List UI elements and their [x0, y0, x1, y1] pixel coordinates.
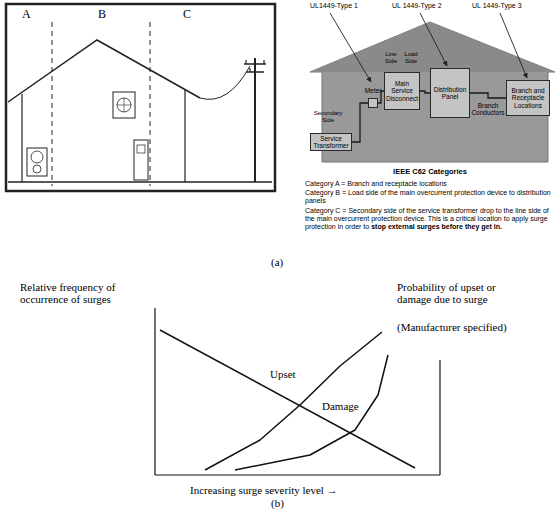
text-block: Damage	[322, 400, 359, 412]
side-label: Line Side	[385, 51, 397, 64]
text-block: Increasing surge severity level →	[190, 484, 338, 496]
box-label: Distribution Panel	[433, 86, 467, 100]
text-block: (b)	[271, 497, 284, 509]
text-block: Category C = Secondary side of the servi…	[305, 207, 557, 230]
box-label: Service Transformer	[313, 135, 349, 149]
category-note: Category B = Load side of the main overc…	[305, 189, 551, 204]
category-note: stop external surges before they get in.	[371, 223, 502, 230]
axis-note: (Manufacturer specified)	[397, 321, 507, 333]
conductor-label: Branch Conductors	[471, 102, 504, 116]
text-block: (Manufacturer specified)	[397, 321, 547, 333]
text-block: IEEE C62 Categories	[305, 168, 555, 176]
text-block: (a)	[271, 256, 283, 268]
text-block: Load Side	[401, 51, 421, 64]
text-block: UL 1449-Type 3	[472, 2, 522, 10]
box-label: Branch and Receptacle Locations	[509, 87, 547, 108]
equipment-box: Service Transformer	[310, 133, 352, 151]
wire-connector	[470, 93, 506, 98]
text-block: A	[22, 8, 31, 21]
text-block: Secondary Side	[311, 110, 345, 123]
zone-letter: A	[22, 7, 31, 21]
type-callout: UL 1449-Type 2	[392, 2, 442, 9]
box-label: Meter	[365, 87, 382, 94]
category-note: Category A = Branch and receptacle locat…	[305, 180, 447, 187]
text-block: Category B = Load side of the main overc…	[305, 189, 557, 205]
equipment-box: Main Service Disconnect	[384, 72, 420, 110]
text-block: UL1449-Type 1	[310, 2, 358, 10]
axis-title: Probability of upset or damage due to su…	[397, 281, 496, 305]
equipment-box: Distribution Panel	[430, 68, 470, 118]
house-graphic	[310, 22, 555, 162]
panel-label: (a)	[271, 256, 283, 268]
ul-leaders	[330, 13, 527, 82]
text-block: C	[183, 8, 191, 21]
category-title: IEEE C62 Categories	[393, 167, 467, 176]
text-block: Probability of upset or damage due to su…	[397, 281, 501, 306]
text-block: Category A = Branch and receptacle locat…	[305, 180, 557, 188]
panel-label: (b)	[271, 497, 284, 509]
box-label: Main Service Disconnect	[386, 80, 418, 101]
axis-title: Relative frequency of occurrence of surg…	[20, 281, 115, 305]
text-block: B	[98, 8, 106, 21]
side-label: Load Side	[404, 51, 417, 64]
zone-letter: C	[183, 7, 191, 21]
text-block: Relative frequency of occurrence of surg…	[20, 281, 160, 306]
curve-label: Damage	[322, 400, 359, 412]
axis-label: Increasing surge severity level →	[190, 484, 338, 496]
text-block: Line Side	[381, 51, 401, 64]
wire-connector	[420, 91, 430, 93]
curve-label: Upset	[270, 368, 296, 380]
type-callout: UL1449-Type 1	[310, 2, 358, 9]
text-block: UL 1449-Type 2	[392, 2, 442, 10]
house-illustration	[6, 4, 275, 191]
wire-connector	[352, 103, 368, 142]
edge-label: Branch Conductors	[471, 102, 505, 116]
zone-letter: B	[98, 7, 106, 21]
type-callout: UL 1449-Type 3	[472, 2, 522, 9]
text-block: Upset	[270, 368, 296, 380]
meter-box: Meter	[368, 98, 378, 108]
surge-chart	[155, 308, 440, 475]
equipment-box: Branch and Receptacle Locations	[506, 80, 550, 116]
side-label: Secondary Side	[314, 110, 343, 123]
